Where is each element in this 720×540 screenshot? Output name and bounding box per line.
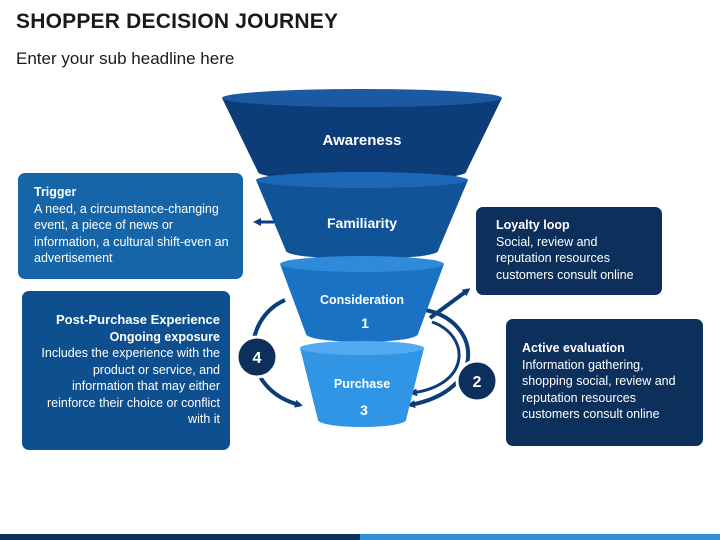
loop-marker-4-label: 4 [253, 350, 262, 367]
active-evaluation-text: Information gathering, shopping social, … [522, 357, 676, 422]
right-loop-arc-inner [409, 320, 461, 397]
loyalty-loop-text: Social, review and reputation resources … [496, 234, 634, 282]
loop-marker-2: 2 [455, 359, 499, 403]
funnel-stage-purchase: Purchase 3 [300, 341, 424, 427]
footer-accent-bar [0, 534, 720, 540]
footer-accent-light [360, 534, 720, 540]
loop-marker-2-label: 2 [473, 374, 482, 391]
funnel-stage-familiarity: Familiarity [256, 172, 468, 259]
footer-accent-dark [0, 534, 360, 540]
active-evaluation-title: Active evaluation [522, 341, 625, 355]
stage-number-3: 3 [360, 402, 368, 418]
funnel-stage-consideration: Consideration 1 [280, 256, 444, 342]
active-evaluation-box: Active evaluation Information gathering,… [506, 319, 703, 446]
trigger-box: Trigger A need, a circumstance-changing … [18, 173, 243, 279]
loyalty-arrow [428, 288, 471, 320]
post-purchase-box: Post-Purchase Experience Ongoing exposur… [22, 291, 230, 450]
right-loop-arc-outer [407, 308, 471, 409]
post-purchase-title: Post-Purchase Experience [55, 312, 220, 327]
post-purchase-text: Includes the experience with the product… [41, 346, 220, 426]
loop-marker-4: 4 [235, 335, 279, 379]
post-purchase-subtitle: Ongoing exposure [109, 329, 220, 344]
page-subtitle: Enter your sub headline here [16, 49, 235, 68]
loyalty-loop-title: Loyalty loop [496, 218, 570, 232]
loyalty-loop-box: Loyalty loop Social, review and reputati… [476, 207, 662, 295]
trigger-title: Trigger [34, 185, 77, 199]
stage-label-awareness: Awareness [323, 132, 402, 149]
trigger-text: A need, a circumstance-changing event, a… [34, 201, 229, 266]
stage-label-purchase: Purchase [334, 377, 390, 391]
stage-number-1: 1 [361, 315, 369, 331]
funnel-stage-awareness: Awareness [222, 89, 502, 181]
stage-label-consideration: Consideration [320, 293, 404, 307]
page-title: SHOPPER DECISION JOURNEY [16, 10, 339, 33]
stage-label-familiarity: Familiarity [327, 215, 397, 231]
